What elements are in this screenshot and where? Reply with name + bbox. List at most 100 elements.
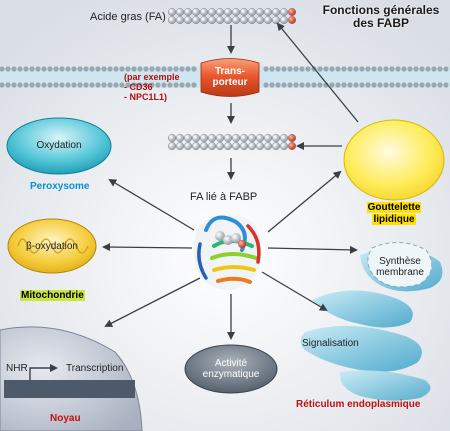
transporter-examples: (par exemple - CD36 - NPC1L1) [124,72,180,103]
mitochondrie-inner-label: β-oxydation [26,241,78,252]
mitochondrie-shape [7,218,97,274]
synthese-membrane-label: Synthèse membrane [374,256,426,278]
reticulum-name: Réticulum endoplasmique [296,399,421,410]
membrane-lipid-head [59,66,65,72]
membrane-lipid-head [77,82,83,88]
membrane-lipid-head [101,82,107,88]
membrane-lipid-head [275,82,281,88]
transcription-label: Transcription [66,363,124,374]
membrane-lipid-head [353,66,359,72]
membrane-lipid-head [107,66,113,72]
carbon-bead [207,133,216,142]
membrane-lipid-head [419,66,425,72]
membrane-lipid-head [5,82,11,88]
membrane-lipid-head [431,82,437,88]
membrane-lipid-head [365,82,371,88]
arrow-fabp-to-peroxysome [108,178,195,231]
membrane-lipid-head [119,66,125,72]
arrows [102,22,359,340]
membrane-lipid-head [23,82,29,88]
carbon-bead [207,7,216,16]
synthese-line-2: membrane [376,267,424,278]
membrane-lipid-head [371,66,377,72]
membrane-lipid-head [263,82,269,88]
carbon-bead [223,141,232,150]
membrane-lipid-head [23,66,29,72]
title-line-1: Fonctions générales [322,3,440,17]
membrane-lipid-head [65,66,71,72]
carbon-bead [231,133,240,142]
membrane-lipid-head [317,66,323,72]
membrane-lipid-head [29,66,35,72]
carbon-bead [280,16,289,25]
membrane-lipid-head [137,82,143,88]
transporter-label-line-1: Trans- [214,66,245,77]
transporter-shape [200,58,260,97]
noyau-shape [0,326,143,431]
carbon-bead [247,141,256,150]
membrane-lipid-head [143,82,149,88]
membrane-lipid-head [89,82,95,88]
transporter-example-line-1: (par exemple [124,72,180,82]
carbon-bead [239,141,248,150]
carbon-bead [280,133,289,142]
activite-line-1: Activité [214,358,248,369]
membrane-lipid-head [173,66,179,72]
carbon-bead [215,7,224,16]
carbon-bead [247,7,256,16]
transporter-example-line-3: - NPC1L1) [124,91,168,102]
membrane-lipid-head [317,82,323,88]
carbon-bead [167,133,176,142]
transporter-example-line-2: - CD36 [124,81,153,92]
carbon-bead [231,16,240,25]
carbon-bead [239,16,248,25]
transporter-label-line-2: porteur [212,77,248,88]
membrane-lipid-head [383,66,389,72]
carbon-bead [223,7,232,16]
membrane-lipid-head [401,82,407,88]
nhr-label: NHR [6,363,28,374]
membrane-lipid-head [305,82,311,88]
activite-line-2: enzymatique [202,369,260,380]
membrane-lipid-head [137,66,143,72]
fatty-acid-label: Acide gras (FA) [90,11,166,23]
membrane-lipid-head [413,66,419,72]
carbon-bead [264,141,273,150]
membrane-lipid-head [347,66,353,72]
membrane-lipid-head [35,82,41,88]
arrow-fabp-to-mitochondrie [102,243,193,252]
membrane-lipid-head [143,66,149,72]
carbon-bead [175,7,184,16]
carbon-bead [183,141,192,150]
mitochondrie-name: Mitochondrie [20,290,85,302]
membrane-lipid-head [191,82,197,88]
carbon-bead [239,133,248,142]
membrane-lipid-head [281,82,287,88]
mitochondrie-name-text: Mitochondrie [20,290,85,301]
membrane-lipid-head [263,66,269,72]
membrane-lipid-head [41,82,47,88]
synthese-line-1: Synthèse [379,256,421,267]
membrane-lipid-head [155,66,161,72]
membrane-lipid-head [173,82,179,88]
membrane-lipid-head [341,82,347,88]
membrane-lipid-head [275,66,281,72]
membrane-lipid-head [167,66,173,72]
membrane-lipid-head [17,66,23,72]
carbon-bead [256,7,265,16]
membrane-lipid-head [125,66,131,72]
membrane-lipid-head [305,66,311,72]
membrane-lipid-head [311,82,317,88]
membrane-lipid-head [185,82,191,88]
membrane-lipid-head [425,66,431,72]
activite-shape [184,344,278,394]
arrow-fabp-to-er [267,245,358,254]
signalisation-label: Signalisation [302,338,359,349]
activite-label: Activité enzymatique [190,358,272,380]
membrane-lipid-head [413,82,419,88]
membrane-lipid-head [179,66,185,72]
carbon-bead [175,16,184,25]
membrane-lipid-head [365,66,371,72]
carbon-bead [239,7,248,16]
